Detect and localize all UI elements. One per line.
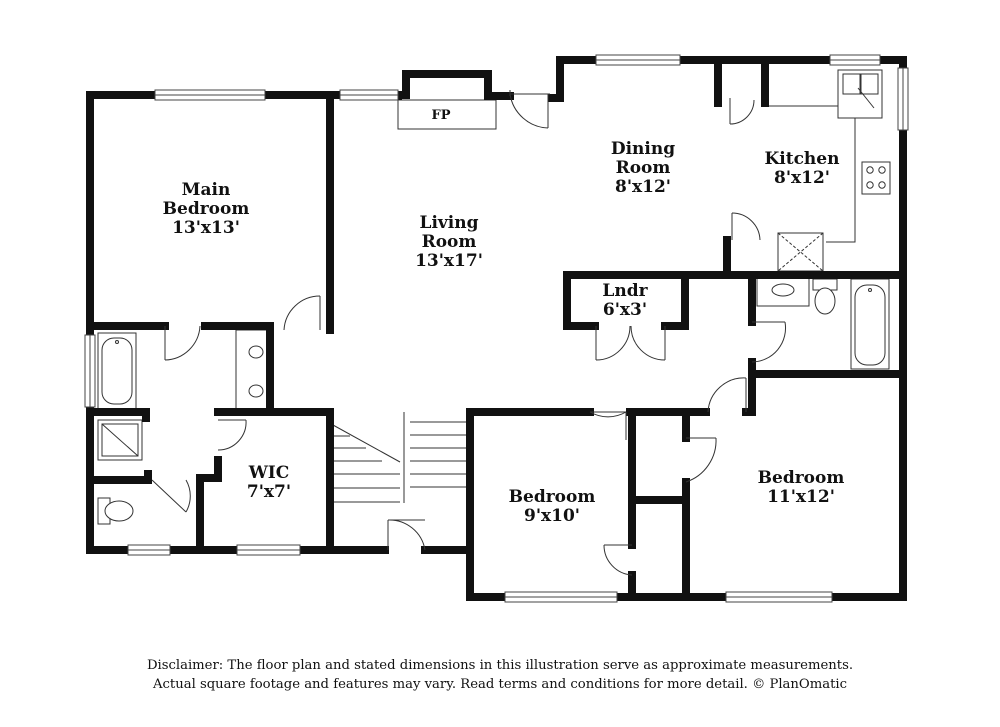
- wic-name: WIC: [248, 463, 290, 483]
- door: [595, 325, 631, 361]
- stove: [861, 161, 891, 195]
- fixtures: [97, 68, 891, 525]
- bedroom-2-size: 9'x10': [524, 506, 580, 526]
- kitchen-sink: [837, 69, 883, 119]
- laundry-size: 6'x3': [603, 300, 647, 320]
- refrigerator: [777, 232, 824, 272]
- door: [283, 295, 321, 331]
- door: [217, 419, 247, 451]
- window: [236, 544, 301, 556]
- main-bedroom-name: Bedroom: [163, 199, 250, 219]
- main-bath-toilet: [97, 497, 134, 525]
- main-bathtub: [97, 332, 137, 410]
- disclaimer-line-1: Disclaimer: The floor plan and stated di…: [146, 658, 854, 673]
- window: [504, 591, 618, 603]
- window: [897, 67, 909, 131]
- door: [731, 212, 761, 241]
- door: [685, 437, 717, 483]
- door: [751, 321, 787, 363]
- main-bath-double-vanity: [235, 329, 269, 411]
- doors: [151, 90, 787, 576]
- bedroom-3-name: Bedroom: [758, 468, 845, 488]
- dining-room-name: Room: [616, 158, 671, 178]
- fireplace-label: FP: [431, 108, 450, 123]
- window: [84, 334, 96, 408]
- shower-stall: [97, 419, 143, 461]
- door: [387, 519, 426, 551]
- main-bedroom-size: 13'x13': [172, 218, 240, 238]
- window: [595, 54, 681, 66]
- windows: [84, 54, 909, 603]
- living-room-size: 13'x17': [415, 251, 483, 271]
- living-room-name: Living: [420, 213, 479, 233]
- walls: [86, 56, 907, 601]
- hall-bath-vanity: [756, 277, 810, 307]
- window: [127, 544, 171, 556]
- stairs: [332, 412, 469, 503]
- living-room-name: Room: [422, 232, 477, 252]
- door: [589, 411, 627, 440]
- window: [154, 89, 266, 101]
- door: [630, 325, 666, 361]
- window: [725, 591, 833, 603]
- door: [164, 325, 201, 361]
- window: [339, 89, 399, 101]
- laundry-name: Lndr: [602, 281, 648, 301]
- door: [603, 544, 633, 576]
- door: [729, 98, 755, 125]
- door: [509, 90, 550, 129]
- room-labels: FP Main Bedroom 13'x13' Living Room 13'x…: [163, 108, 845, 526]
- kitchen-name: Kitchen: [765, 149, 840, 169]
- dining-room-name: Dining: [611, 139, 675, 159]
- dining-room-size: 8'x12': [615, 177, 671, 197]
- window: [829, 54, 881, 66]
- bedroom-3-size: 11'x12': [767, 487, 835, 507]
- main-bedroom-name: Main: [182, 180, 231, 200]
- hall-bathtub: [850, 278, 890, 370]
- fireplace: [397, 99, 497, 130]
- hall-bath-toilet: [812, 278, 838, 315]
- disclaimer-line-2: Actual square footage and features may v…: [153, 677, 847, 692]
- wic-size: 7'x7': [247, 482, 291, 502]
- door: [707, 377, 747, 413]
- door: [151, 479, 191, 513]
- kitchen-size: 8'x12': [774, 168, 830, 188]
- bedroom-2-name: Bedroom: [509, 487, 596, 507]
